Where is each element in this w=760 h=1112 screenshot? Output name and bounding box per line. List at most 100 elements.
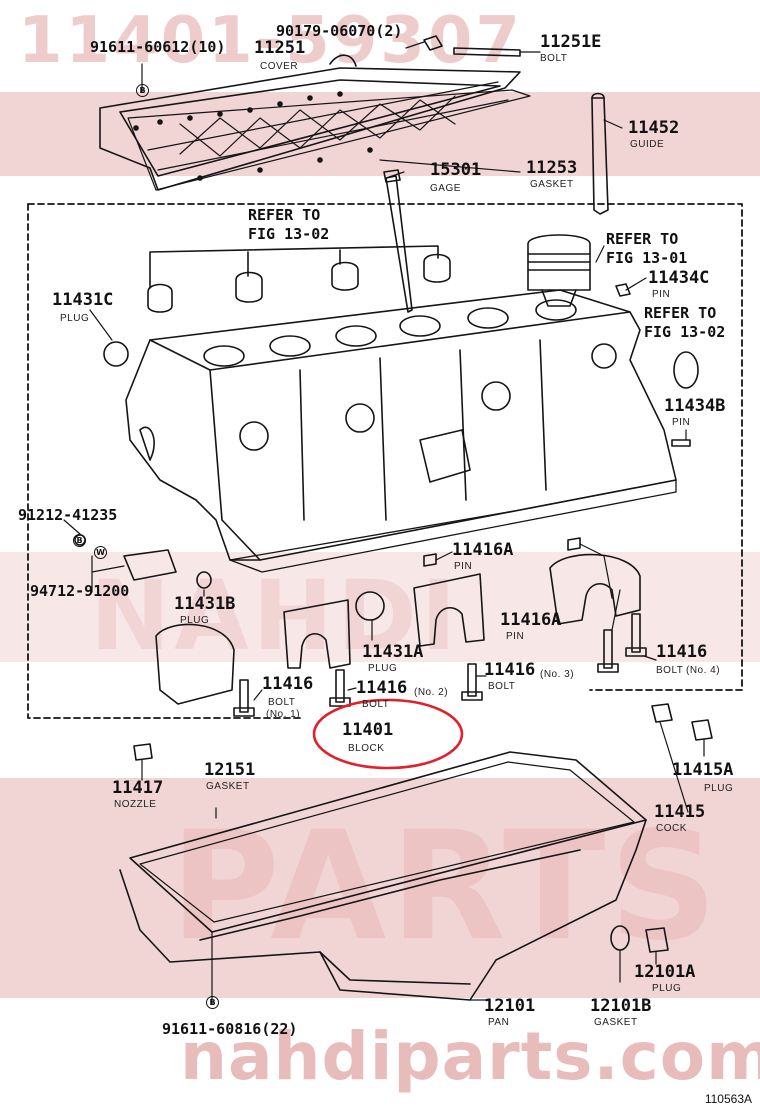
- callout-12101a: 12101A: [634, 962, 696, 982]
- refer-line1: REFER TO: [644, 304, 717, 322]
- note-11416-no4: (No. 4): [686, 665, 721, 676]
- bolt-marker-bottom: B: [206, 996, 219, 1009]
- callout-11416-no1: 11416: [262, 674, 314, 694]
- callout-11251: 11251: [254, 38, 306, 58]
- side-cover-assembly: [99, 54, 531, 191]
- note-11416-no2: (No. 2): [414, 687, 449, 698]
- watermark-part-number: 11401-59307: [18, 4, 523, 78]
- callout-11431a: 11431A: [362, 642, 424, 662]
- oil-pan-assembly: [119, 751, 647, 1001]
- callout-12101b: 12101B: [590, 996, 652, 1016]
- callout-90179-06070: 90179-06070(2): [276, 24, 402, 39]
- watermark-word-parts: PARTS: [170, 800, 722, 974]
- callout-15301: 15301: [430, 160, 482, 180]
- refer-line1: REFER TO: [248, 206, 321, 224]
- desc-12101b: GASKET: [594, 1017, 638, 1028]
- callout-11416-no2: 11416: [356, 678, 408, 698]
- callout-11401: 11401: [342, 720, 394, 740]
- note-11416-no3: (No. 3): [540, 669, 575, 680]
- callout-11415a: 11415A: [672, 760, 734, 780]
- pin-11416a-right: [567, 537, 581, 551]
- note-11416-no1: (No. 1): [266, 709, 301, 720]
- watermark-site: nahdiparts.com: [180, 1018, 760, 1095]
- callout-11251e: 11251E: [540, 32, 602, 52]
- desc-11253: GASKET: [530, 179, 574, 190]
- refer-line2: FIG 13-02: [248, 224, 330, 243]
- plug-right: [673, 351, 699, 389]
- bolt-11416-no4: [597, 629, 619, 673]
- desc-11415a: PLUG: [704, 783, 734, 794]
- dipstick-gage: [383, 169, 413, 313]
- pin-11434b: [671, 439, 691, 447]
- desc-11251: COVER: [260, 61, 299, 72]
- refer-line2: FIG 13-02: [644, 322, 726, 341]
- refer-line1: REFER TO: [606, 230, 679, 248]
- block-kit-frame: [27, 203, 743, 719]
- callout-11434c: 11434C: [648, 268, 710, 288]
- piston: [527, 234, 591, 307]
- refer-label-fig-13-01: REFER TO FIG 13-01: [606, 230, 687, 268]
- desc-11416a-right: PIN: [506, 631, 525, 642]
- desc-11434b: PIN: [672, 417, 691, 428]
- desc-11431b: PLUG: [180, 615, 210, 626]
- part-number: 91611-60816: [162, 1020, 262, 1038]
- pin-11416a-top: [423, 553, 437, 567]
- cover-bolt-11251e: [423, 35, 521, 57]
- callout-11452: 11452: [628, 118, 680, 138]
- gasket-12101b: [610, 925, 630, 951]
- bolt-11416-no1: [233, 679, 255, 717]
- part-qty: (22): [261, 1020, 298, 1038]
- callout-91611-60816: 91611-60816(22): [162, 1022, 297, 1037]
- bearing-shells: [147, 245, 451, 313]
- desc-11416-no4: BOLT: [656, 665, 684, 676]
- desc-11416-no1: BOLT: [268, 697, 296, 708]
- plug-11431c: [103, 341, 129, 367]
- callout-94712-91200: 94712-91200: [30, 582, 130, 600]
- callout-11416a-top: 11416A: [452, 540, 514, 560]
- callout-11415: 11415: [654, 802, 706, 822]
- callout-11417: 11417: [112, 778, 164, 798]
- callout-11434b: 11434B: [664, 396, 726, 416]
- highlight-ellipse: [312, 698, 464, 770]
- desc-11401: BLOCK: [348, 743, 385, 754]
- washer-marker-left: W: [94, 546, 107, 559]
- bracket-94712: [123, 549, 177, 581]
- part-qty: (10): [189, 38, 226, 56]
- callout-91611-60612: 91611-60612(10): [90, 40, 225, 55]
- pin-11434c: [615, 283, 631, 297]
- callout-12151: 12151: [204, 760, 256, 780]
- callout-11416-no3: 11416: [484, 660, 536, 680]
- desc-11415: COCK: [656, 823, 687, 834]
- callout-11431c: 11431C: [52, 290, 114, 310]
- cylinder-block: [125, 289, 677, 573]
- watermark-band-middle: [0, 552, 760, 662]
- bolt-marker-top: B: [136, 84, 149, 97]
- bolt-11416-no3: [461, 663, 483, 701]
- desc-12101a: PLUG: [652, 983, 682, 994]
- callout-11416-no4: 11416: [656, 642, 708, 662]
- part-number: 90179-06070: [276, 22, 376, 40]
- desc-11251e: BOLT: [540, 53, 568, 64]
- callout-11431b: 11431B: [174, 594, 236, 614]
- nozzle-11417: [133, 743, 153, 761]
- desc-15301: GAGE: [430, 183, 461, 194]
- bolt-11416-no4-b: [625, 613, 647, 657]
- refer-label-fig-13-02-right: REFER TO FIG 13-02: [644, 304, 725, 342]
- plug-11415a: [691, 719, 713, 741]
- desc-11416-no2: BOLT: [362, 699, 390, 710]
- dipstick-guide: [591, 92, 609, 215]
- desc-12101: PAN: [488, 1017, 510, 1028]
- callout-11253: 11253: [526, 158, 578, 178]
- callout-91212-41235: 91212-41235: [18, 506, 118, 524]
- cock-11415: [651, 703, 673, 723]
- desc-11452: GUIDE: [630, 139, 665, 150]
- refer-label-fig-13-02-top: REFER TO FIG 13-02: [248, 206, 329, 244]
- refer-line2: FIG 13-01: [606, 248, 688, 267]
- part-number: 91611-60612: [90, 38, 190, 56]
- desc-11416-no3: BOLT: [488, 681, 516, 692]
- watermark-word-nahdi: NAHDI: [90, 560, 461, 672]
- desc-12151: GASKET: [206, 781, 250, 792]
- plug-11431b: [196, 571, 212, 589]
